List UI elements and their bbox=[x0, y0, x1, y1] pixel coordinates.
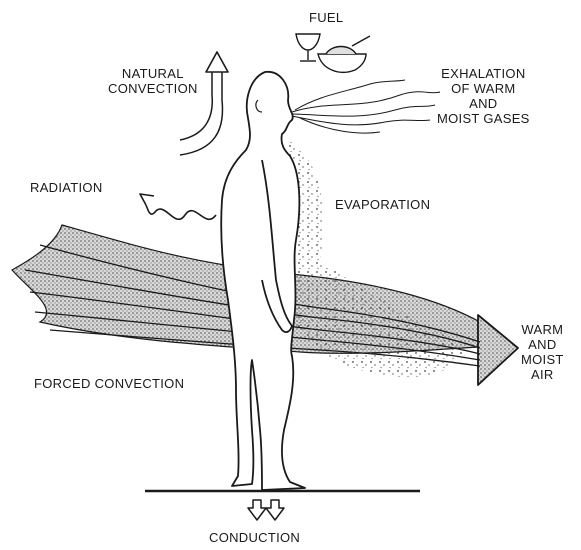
exhalation-wisps bbox=[292, 80, 440, 133]
evaporation-label: EVAPORATION bbox=[335, 197, 430, 212]
natural-convection-label: NATURAL CONVECTION bbox=[108, 66, 198, 96]
evaporation-spray bbox=[282, 140, 470, 377]
human-figure bbox=[221, 72, 305, 490]
fuel-label: FUEL bbox=[309, 10, 343, 25]
conduction-label: CONDUCTION bbox=[209, 530, 300, 545]
natural-convection-arrow-icon bbox=[206, 52, 228, 72]
forced-convection-label: FORCED CONVECTION bbox=[34, 376, 184, 391]
fuel-bowl-icon bbox=[318, 36, 370, 72]
fuel-goblet-icon bbox=[296, 34, 320, 61]
exhalation-label: EXHALATION OF WARM AND MOIST GASES bbox=[437, 66, 530, 126]
conduction-arrow-icon bbox=[248, 500, 284, 520]
radiation-wave-icon bbox=[140, 194, 216, 219]
radiation-label: RADIATION bbox=[30, 180, 103, 195]
warm-moist-air-label: WARM AND MOIST AIR bbox=[521, 322, 564, 382]
